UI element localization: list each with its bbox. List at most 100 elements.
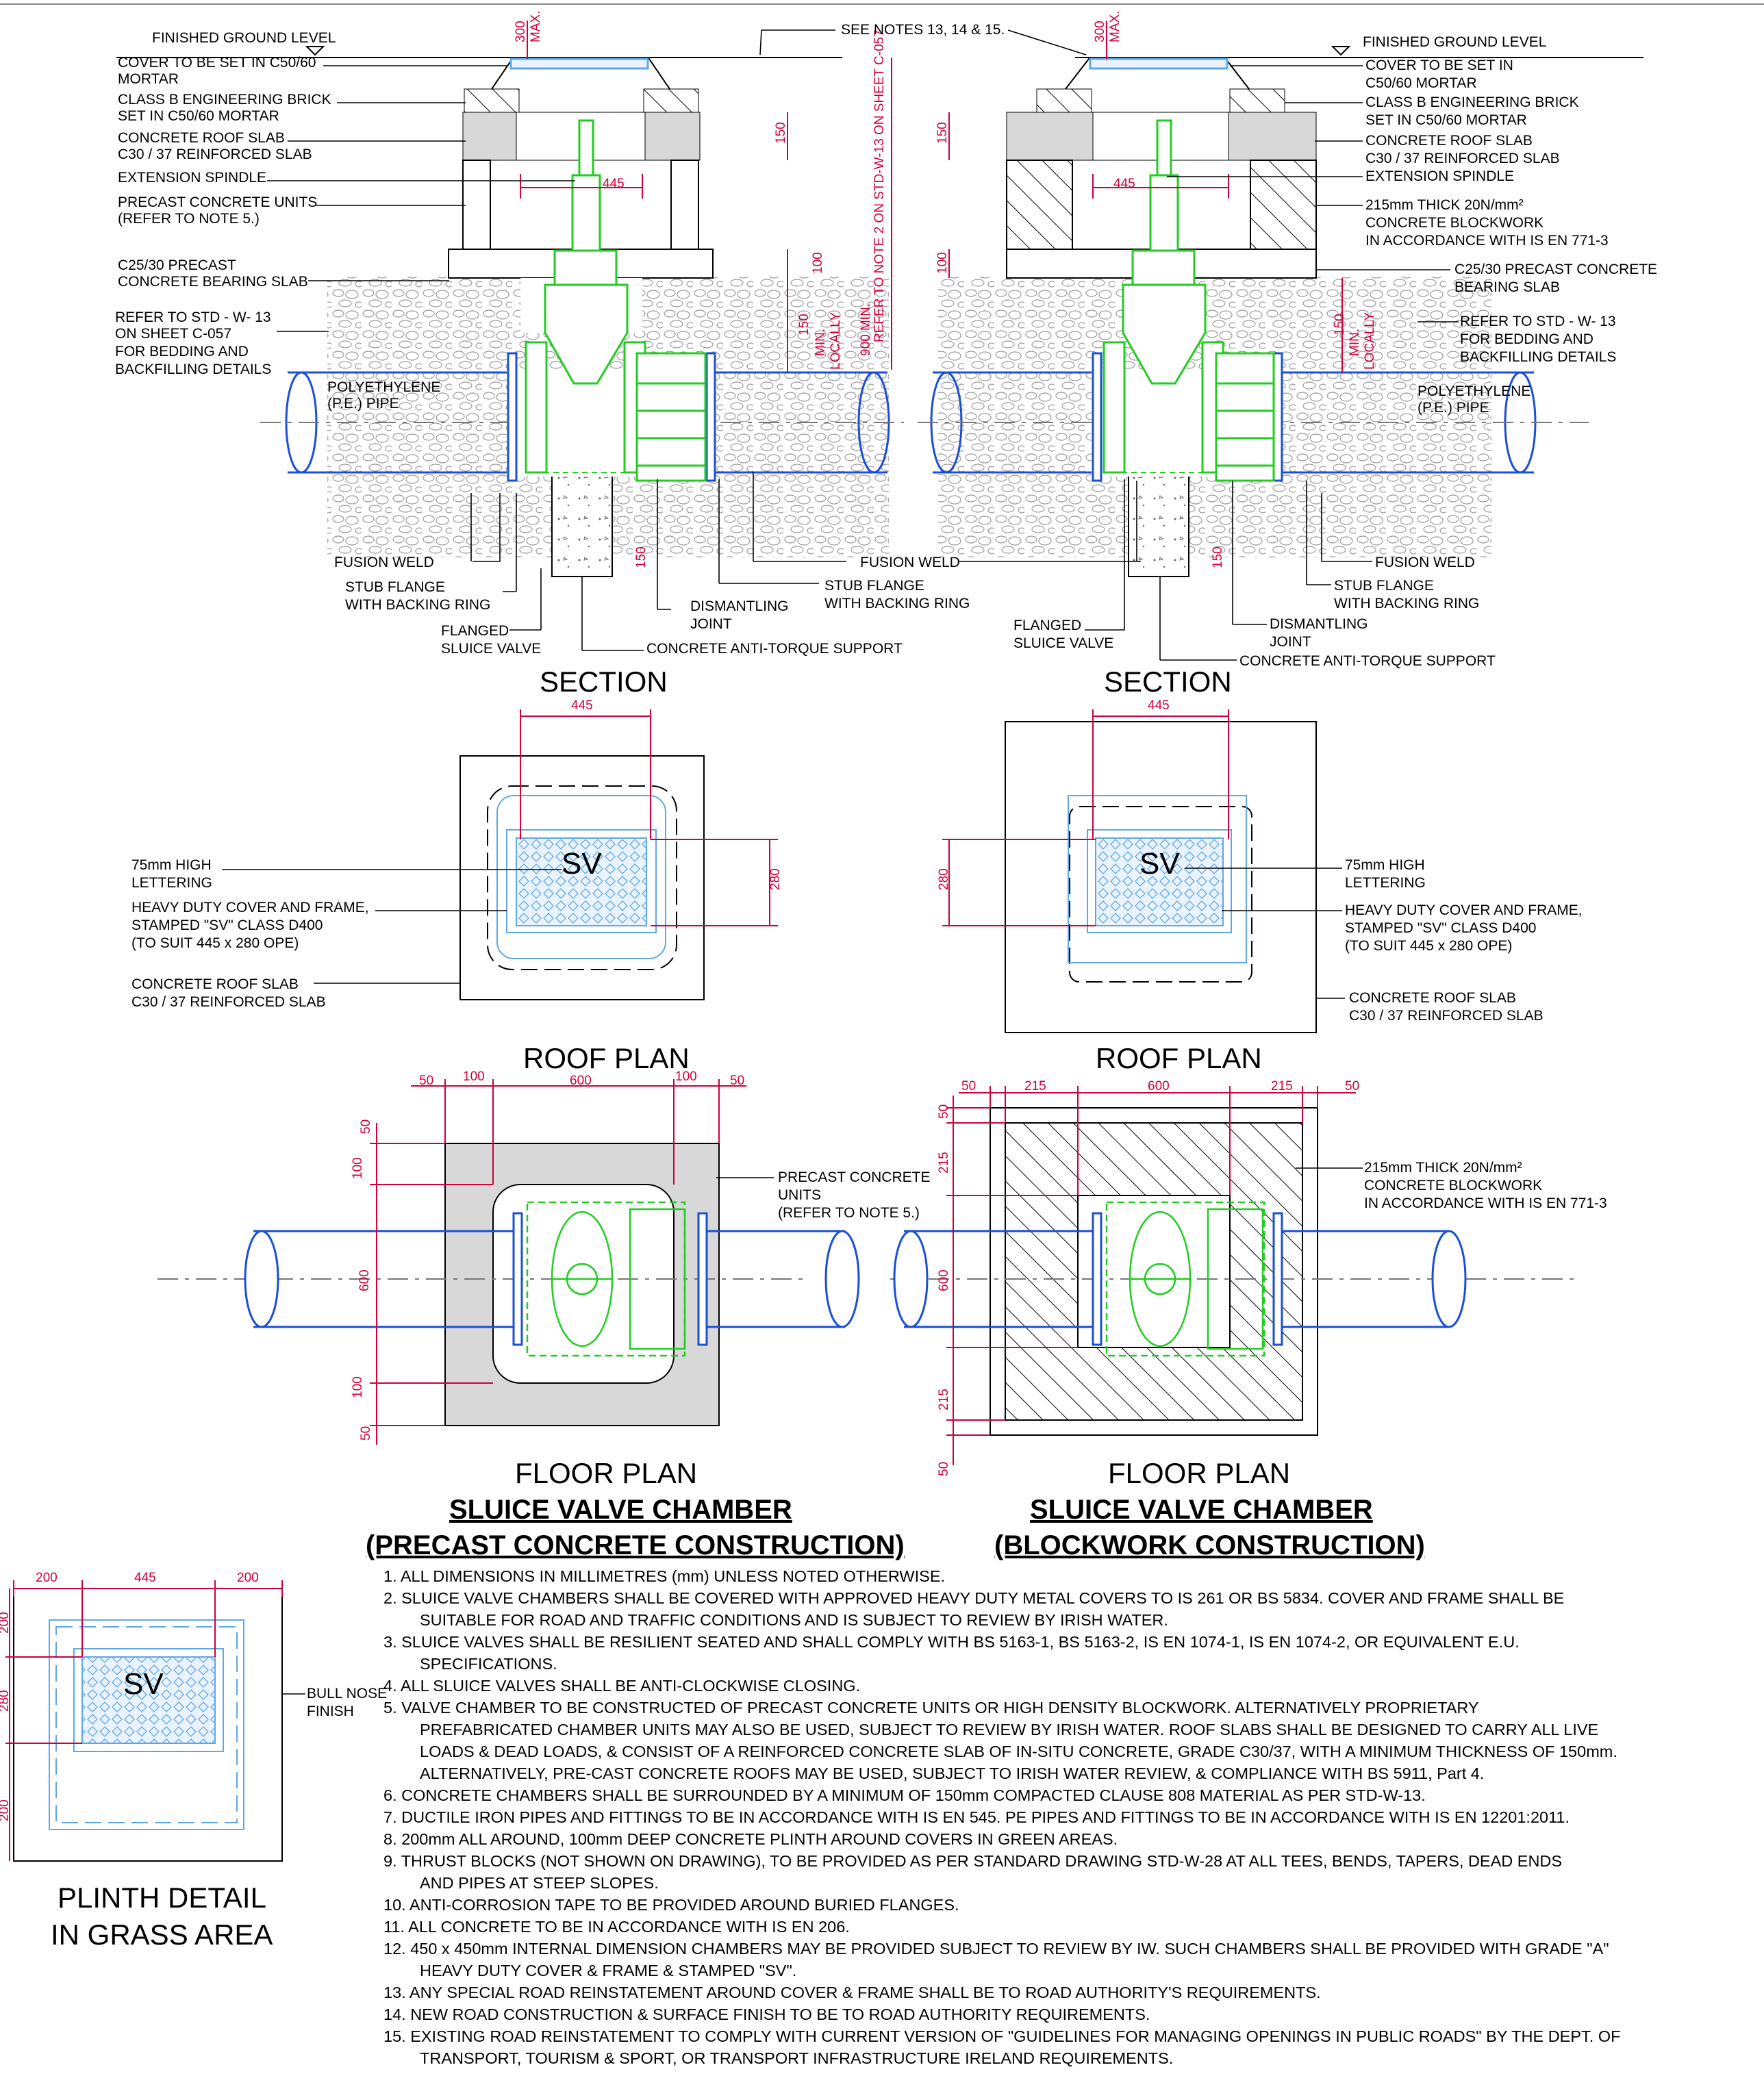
plinth-detail: SV 200 445 200 200 280 200 BULL NOSE FIN… (0, 1571, 387, 1951)
r-roof-cover-label-1: HEAVY DUTY COVER AND FRAME, (1345, 902, 1583, 918)
dim-150: 150 (774, 122, 788, 144)
r-slab-label-2: C30 / 37 REINFORCED SLAB (1365, 151, 1560, 166)
floor-dim-100-b: 100 (675, 1069, 697, 1084)
right-heading-1: SLUICE VALVE CHAMBER (1030, 1495, 1373, 1525)
floor-dim-100-d: 100 (351, 1376, 365, 1398)
r-roof-slab-label-2: C30 / 37 REINFORCED SLAB (1349, 1008, 1544, 1024)
r-floor-dim-215-d: 215 (937, 1389, 951, 1410)
dim-445: 445 (603, 177, 625, 191)
plinth-dim-200-b: 200 (237, 1571, 259, 1585)
roof-dim-280: 280 (768, 868, 783, 890)
precast-label-2: (REFER TO NOTE 5.) (118, 211, 260, 227)
r-block-label-2: CONCRETE BLOCKWORK (1365, 215, 1544, 231)
dim-max: MAX. (529, 11, 543, 42)
floor-dim-50-c: 50 (359, 1119, 373, 1134)
r-dim-min: MIN. (1348, 329, 1362, 356)
left-roof-plan: SV 445 280 75mm HIGH LETTERING HEAVY DUT… (131, 698, 783, 1074)
r-floor-dim-215-c: 215 (937, 1152, 951, 1174)
fusion-label-2: FUSION WELD (860, 555, 960, 570)
flanged-label-2: SLUICE VALVE (441, 641, 541, 657)
note-12-continuation: HEAVY DUTY COVER & FRAME & STAMPED "SV". (420, 1962, 797, 1979)
r-dim-max: MAX. (1108, 11, 1122, 42)
note-3-continuation: SPECIFICATIONS. (420, 1655, 557, 1673)
pe-label-2: (P.E.) PIPE (327, 396, 399, 412)
lettering-label-2: LETTERING (131, 875, 212, 891)
floor-dim-50-b: 50 (730, 1074, 744, 1088)
floor-block-label-2: CONCRETE BLOCKWORK (1364, 1178, 1542, 1193)
precast-label-1: PRECAST CONCRETE UNITS (118, 194, 317, 210)
r-spindle-label: EXTENSION SPINDLE (1365, 168, 1514, 184)
r-refer-label-2: FOR BEDDING AND (1460, 331, 1593, 347)
r-block-label-3: IN ACCORDANCE WITH IS EN 771-3 (1365, 233, 1609, 249)
roof-cover-label-1: HEAVY DUTY COVER AND FRAME, (131, 900, 369, 915)
r-roof-slab-label-1: CONCRETE ROOF SLAB (1349, 990, 1516, 1006)
bull-nose-label-1: BULL NOSE (307, 1686, 387, 1701)
note-15-continuation: TRANSPORT, TOURISM & SPORT, OR TRANSPORT… (420, 2049, 1174, 2067)
r-bearing-label-2: BEARING SLAB (1454, 279, 1560, 295)
roof-cover-label-3: (TO SUIT 445 x 280 OPE) (131, 935, 299, 951)
refer-label-1: REFER TO STD - W- 13 (115, 309, 271, 325)
floor-block-label-3: IN ACCORDANCE WITH IS EN 771-3 (1364, 1195, 1607, 1211)
dim-locally: LOCALLY (829, 312, 843, 370)
r-roof-dim-445: 445 (1148, 698, 1170, 713)
plinth-dim-200-c: 200 (0, 1612, 12, 1634)
r-brick-label-1: CLASS B ENGINEERING BRICK (1365, 94, 1579, 110)
dim-100: 100 (811, 252, 825, 274)
dism-label-1: DISMANTLING (690, 598, 789, 614)
plinth-title-1: PLINTH DETAIL (58, 1882, 266, 1914)
r-floor-dim-50-d: 50 (937, 1462, 951, 1476)
left-section: FINISHED GROUND LEVEL (115, 11, 970, 698)
note-13: 13. ANY SPECIAL ROAD REINSTATEMENT AROUN… (383, 1984, 1321, 2001)
plinth-dim-200-d: 200 (0, 1799, 12, 1821)
floor-precast-label-1: PRECAST CONCRETE (778, 1169, 930, 1185)
floor-dim-100-c: 100 (351, 1157, 365, 1179)
note-7: 7. DUCTILE IRON PIPES AND FITTINGS TO BE… (383, 1808, 1570, 1826)
roof-cover-label-2: STAMPED "SV" CLASS D400 (131, 917, 323, 933)
note-2: 2. SLUICE VALVE CHAMBERS SHALL BE COVERE… (383, 1589, 1565, 1607)
plinth-sv: SV (123, 1667, 164, 1701)
r-dim-150-min: 150 (1333, 314, 1347, 336)
note-12: 12. 450 x 450mm INTERNAL DIMENSION CHAMB… (383, 1940, 1609, 1958)
note-2-continuation: SUITABLE FOR ROAD AND TRAFFIC CONDITIONS… (420, 1611, 1168, 1629)
r-block-label-1: 215mm THICK 20N/mm² (1365, 197, 1524, 213)
r-anti-label: CONCRETE ANTI-TORQUE SUPPORT (1239, 653, 1496, 669)
lettering-label-1: 75mm HIGH (131, 857, 212, 873)
fgl-label: FINISHED GROUND LEVEL (152, 30, 336, 46)
r-flanged-label-2: SLUICE VALVE (1013, 635, 1113, 651)
stub-label-2: WITH BACKING RING (345, 597, 490, 613)
r-floor-dim-50-c: 50 (937, 1104, 951, 1119)
brick-label-1: CLASS B ENGINEERING BRICK (118, 92, 331, 107)
vertical-note-1: 900 MIN. (859, 303, 873, 356)
refer-label-2: ON SHEET C-057 (115, 326, 231, 342)
r-lettering-label-2: LETTERING (1345, 875, 1426, 891)
plinth-dim-200-a: 200 (36, 1571, 58, 1585)
right-section-title: SECTION (1104, 666, 1232, 698)
note-1: 1. ALL DIMENSIONS IN MILLIMETRES (mm) UN… (383, 1567, 946, 1585)
r-dism-label-2: JOINT (1270, 634, 1311, 650)
plinth-title-2: IN GRASS AREA (51, 1919, 273, 1951)
right-roof-title: ROOF PLAN (1096, 1042, 1262, 1074)
floor-dim-50-d: 50 (359, 1426, 373, 1441)
left-floor-plan: 50 100 600 100 50 50 100 600 100 50 PREC… (158, 1069, 930, 1489)
note-10: 10. ANTI-CORROSION TAPE TO BE PROVIDED A… (383, 1896, 959, 1914)
bearing-label-1: C25/30 PRECAST (118, 257, 236, 273)
bearing-label-2: CONCRETE BEARING SLAB (118, 274, 308, 290)
dism-label-2: JOINT (690, 616, 732, 632)
cover-label-1: COVER TO BE SET IN C50/60 (118, 55, 316, 71)
r-fusion-label-right: FUSION WELD (1375, 555, 1475, 570)
roof-slab-label-1: CONCRETE ROOF SLAB (131, 976, 299, 992)
floor-dim-100-a: 100 (463, 1069, 485, 1084)
r-roof-dim-280: 280 (937, 868, 951, 890)
r-dim-100: 100 (935, 252, 950, 274)
r-floor-dim-600-v: 600 (937, 1269, 951, 1291)
note-15: 15. EXISTING ROAD REINSTATEMENT TO COMPL… (383, 2027, 1621, 2045)
right-heading-2: (BLOCKWORK CONSTRUCTION) (994, 1530, 1425, 1560)
cover-label-2: MORTAR (118, 71, 179, 87)
right-section: FINISHED GROUND LEVEL (918, 11, 1657, 698)
r-bearing-label-1: C25/30 PRECAST CONCRETE (1454, 262, 1657, 277)
note-5: 5. VALVE CHAMBER TO BE CONSTRUCTED OF PR… (383, 1699, 1479, 1717)
note-3: 3. SLUICE VALVES SHALL BE RESILIENT SEAT… (383, 1633, 1520, 1651)
refer-label-4: BACKFILLING DETAILS (115, 362, 271, 377)
r-pe-label-1: POLYETHYLENE (1418, 383, 1530, 399)
